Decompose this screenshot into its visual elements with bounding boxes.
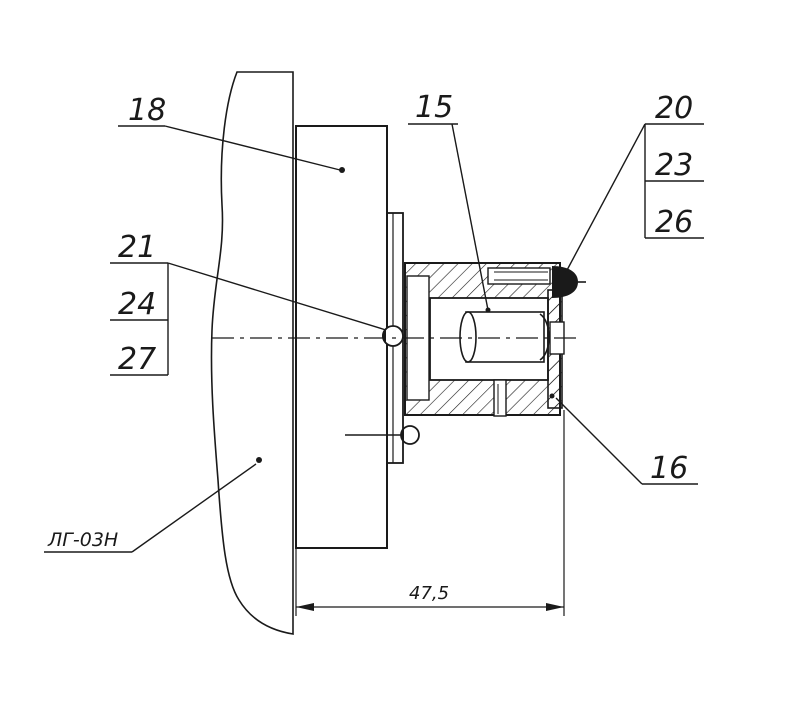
callout-21: 21: [118, 230, 156, 265]
leader-15: [451, 123, 489, 311]
ball-21-shade: [382, 328, 386, 344]
leader-16: [555, 397, 643, 485]
base-break-outline: [210, 71, 294, 635]
callout-15: 15: [415, 90, 453, 125]
leader-20: [565, 123, 646, 273]
lower-ball-shade: [400, 428, 404, 442]
dim-arrow-right: [546, 603, 564, 611]
top-screw-hole: [487, 267, 551, 285]
dim-value: 47,5: [409, 583, 449, 604]
internal-pin: [465, 311, 545, 363]
bottom-set-screw: [493, 379, 507, 417]
leader-base-dot: [256, 457, 262, 463]
callout-18: 18: [128, 93, 166, 128]
callout-27: 27: [118, 342, 156, 377]
pin-right-end: [539, 313, 550, 361]
dim-arrow-left: [296, 603, 314, 611]
callout-24: 24: [118, 287, 156, 322]
part-18-plate: [295, 125, 388, 549]
leader-15-dot: [485, 307, 491, 313]
leader-base: [131, 463, 257, 553]
callout-20: 20: [655, 91, 693, 126]
part-20-screw-head: [552, 266, 578, 298]
callout-23: 23: [655, 148, 693, 183]
leader-18: [164, 125, 341, 171]
callout-16: 16: [650, 451, 688, 486]
pin-left-end: [459, 311, 477, 363]
callout-base: ЛГ-03Н: [47, 529, 118, 551]
leader-16-dot: [549, 393, 555, 399]
leader-21: [167, 262, 387, 331]
callout-26: 26: [655, 205, 693, 240]
leader-18-dot: [339, 167, 345, 173]
